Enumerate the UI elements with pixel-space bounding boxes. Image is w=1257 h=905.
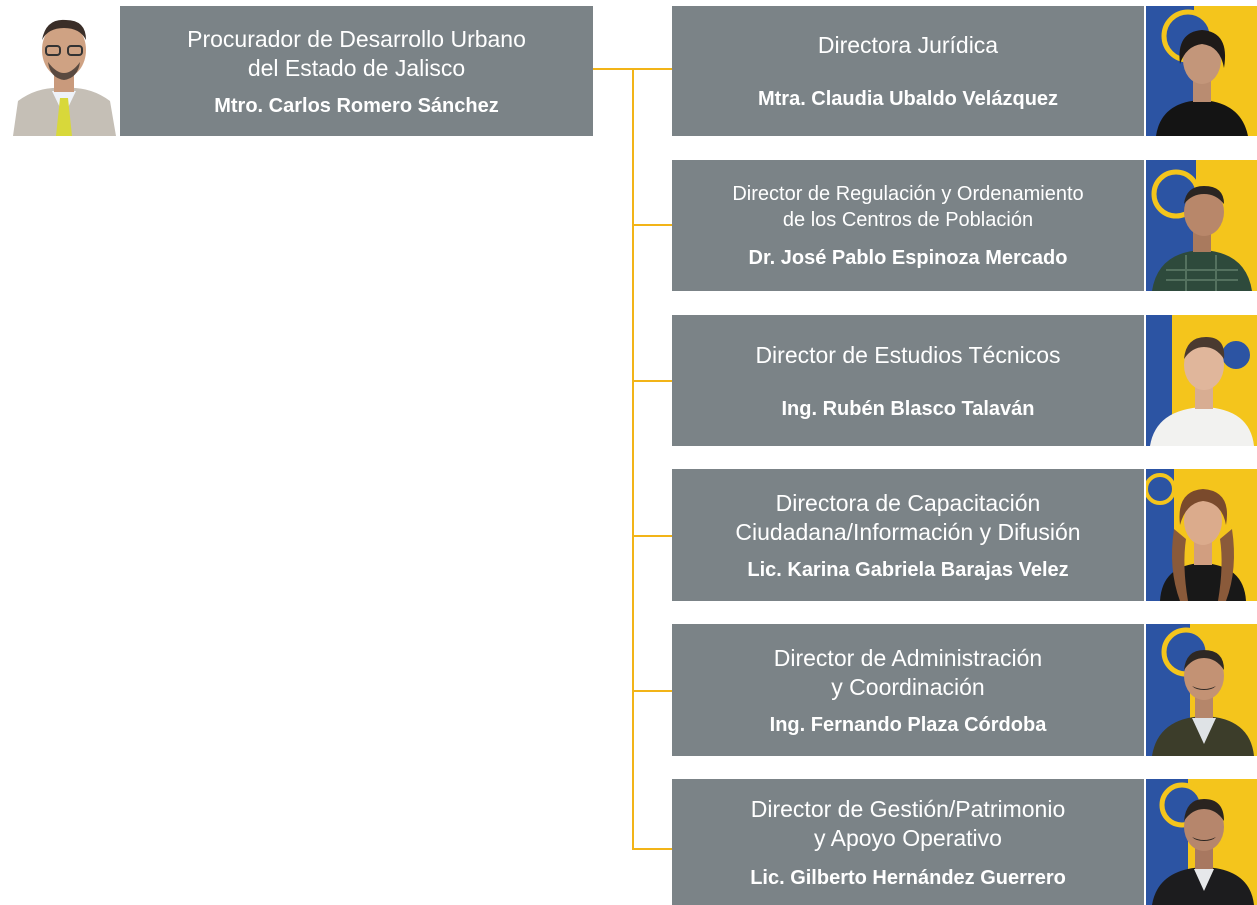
head-name: Mtro. Carlos Romero Sánchez <box>214 94 499 117</box>
director-name: Lic. Gilberto Hernández Guerrero <box>750 866 1066 889</box>
director-photo-4 <box>1146 469 1257 601</box>
connector-branch-5 <box>632 690 672 692</box>
director-photo-1 <box>1146 6 1257 136</box>
director-photo-6 <box>1146 779 1257 905</box>
director-role: Director de Gestión/Patrimonio y Apoyo O… <box>750 795 1066 851</box>
director-box-4: Directora de Capacitación Ciudadana/Info… <box>672 469 1144 601</box>
director-role: Director de Administración y Coordinació… <box>773 644 1043 700</box>
director-role: Director de Regulación y Ordenamiento de… <box>732 183 1084 231</box>
director-box-3: Director de Estudios Técnicos Ing. Rubén… <box>672 315 1144 446</box>
director-photo-3 <box>1146 315 1257 446</box>
connector-branch-6 <box>632 848 672 850</box>
director-role: Director de Estudios Técnicos <box>755 341 1061 368</box>
director-name: Mtra. Claudia Ubaldo Velázquez <box>757 88 1059 110</box>
connector-branch-3 <box>632 380 672 382</box>
director-role: Directora Jurídica <box>817 32 999 58</box>
director-photo-2 <box>1146 160 1257 291</box>
director-name: Ing. Rubén Blasco Talaván <box>781 397 1035 420</box>
head-role: Procurador de Desarrollo Urbano del Esta… <box>187 25 526 81</box>
director-name: Ing. Fernando Plaza Córdoba <box>769 713 1047 736</box>
director-box-6: Director de Gestión/Patrimonio y Apoyo O… <box>672 779 1144 905</box>
head-box: Procurador de Desarrollo Urbano del Esta… <box>120 6 593 136</box>
director-box-2: Director de Regulación y Ordenamiento de… <box>672 160 1144 291</box>
director-photo-5 <box>1146 624 1257 756</box>
director-role: Directora de Capacitación Ciudadana/Info… <box>735 489 1081 545</box>
connector-branch-1 <box>632 68 672 70</box>
director-name: Lic. Karina Gabriela Barajas Velez <box>747 558 1069 581</box>
connector-head <box>593 68 633 70</box>
director-box-1: Directora Jurídica Mtra. Claudia Ubaldo … <box>672 6 1144 136</box>
connector-trunk <box>632 68 634 849</box>
connector-branch-2 <box>632 224 672 226</box>
director-name: Dr. José Pablo Espinoza Mercado <box>748 247 1068 269</box>
head-photo <box>8 6 120 136</box>
director-box-5: Director de Administración y Coordinació… <box>672 624 1144 756</box>
connector-branch-4 <box>632 535 672 537</box>
